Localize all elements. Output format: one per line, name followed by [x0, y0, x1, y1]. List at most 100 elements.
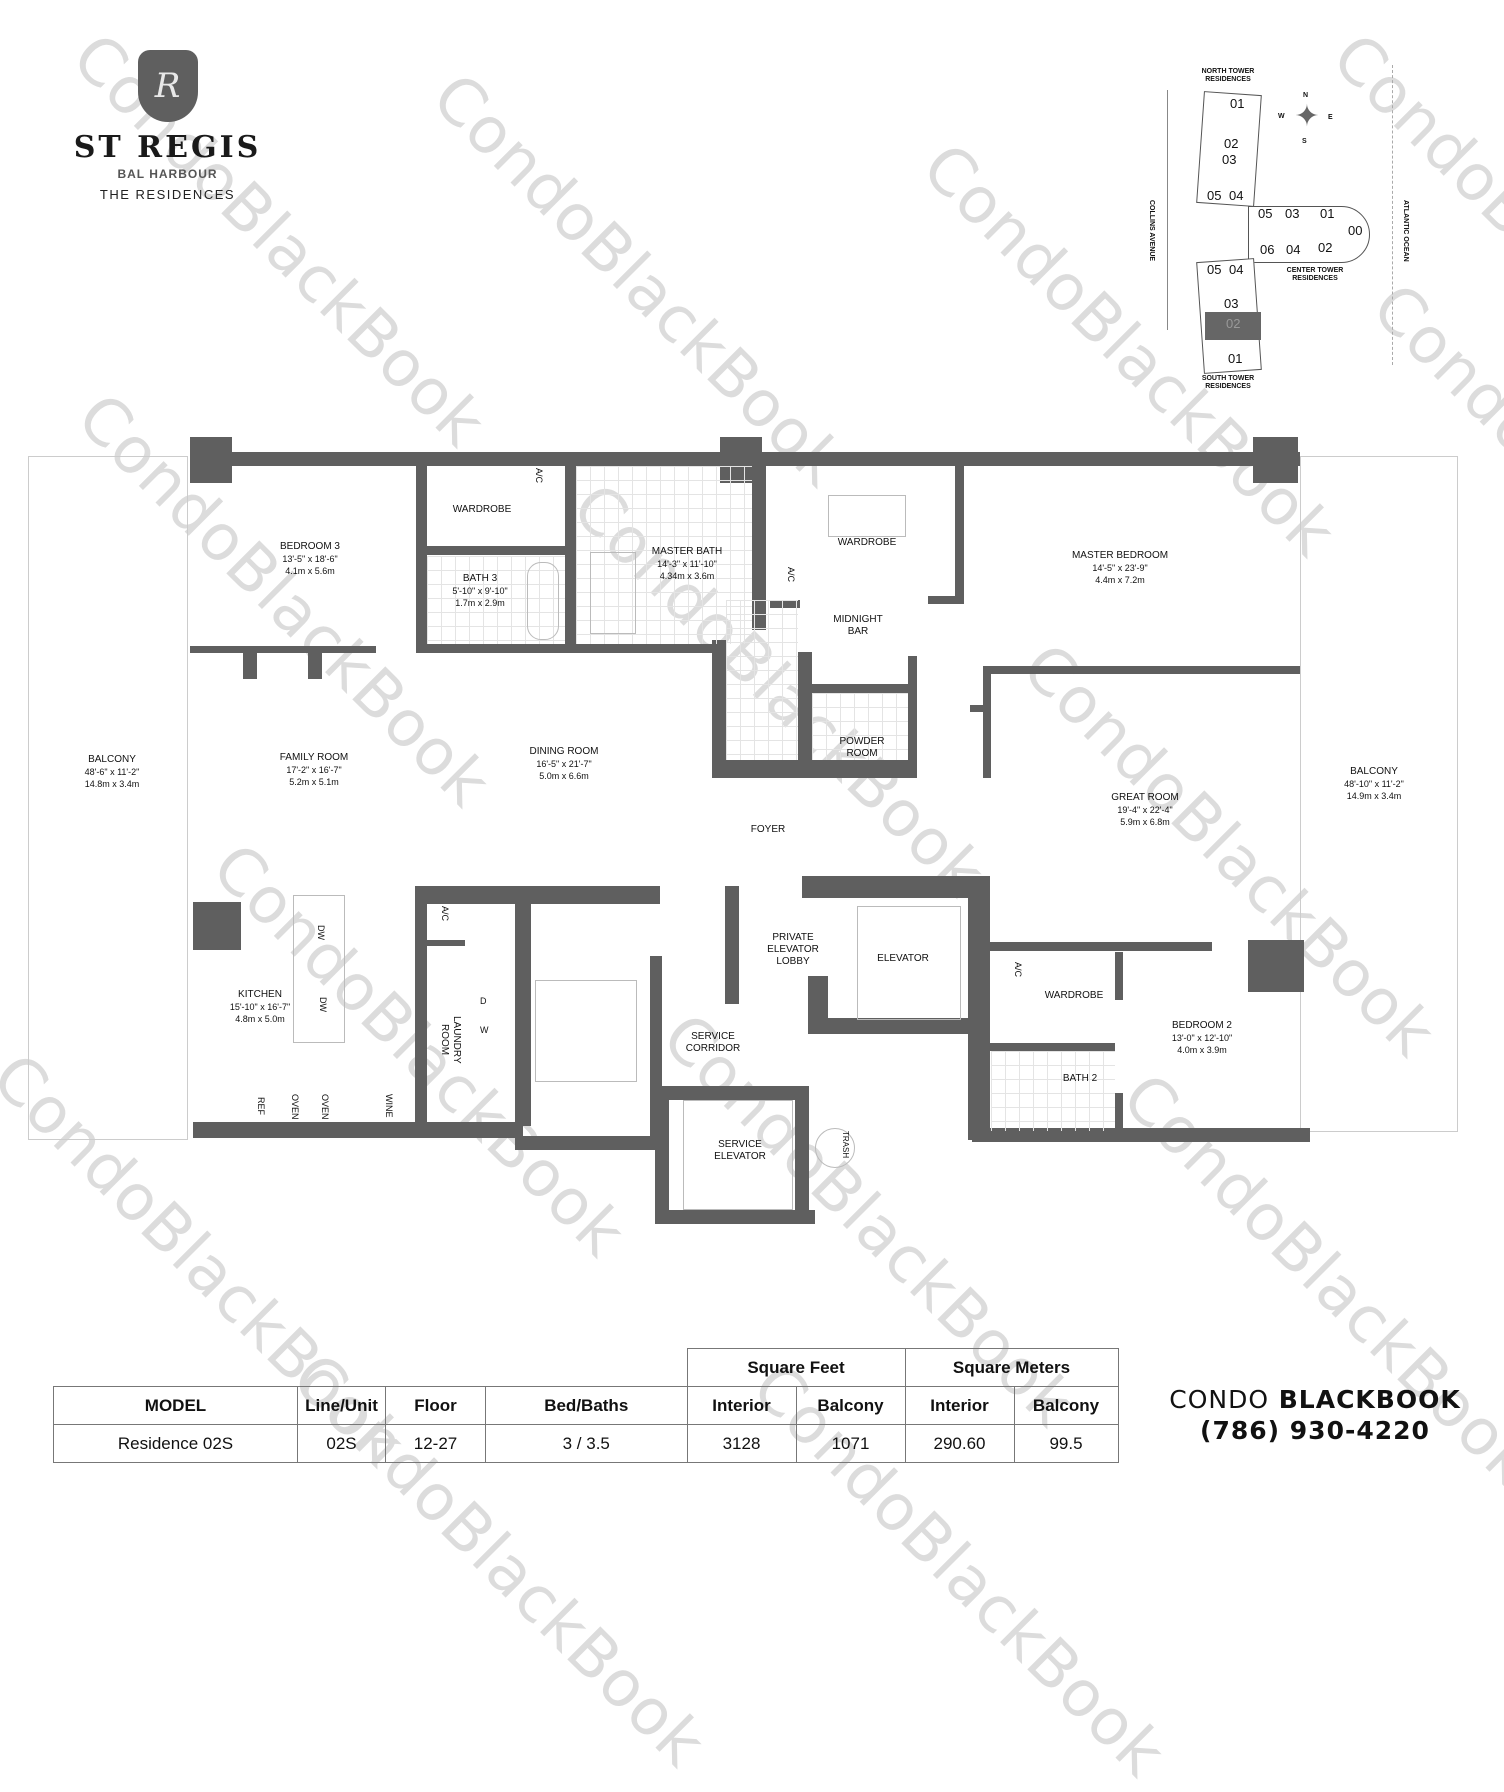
phone-number[interactable]: (786) 930-4220	[1200, 1416, 1430, 1445]
south-wall-west	[193, 1122, 523, 1138]
col-floor: Floor	[385, 1386, 486, 1425]
room-bath-2: BATH 2	[1062, 1073, 1098, 1084]
service-elevator-wall	[795, 1086, 809, 1224]
stair-wall	[515, 886, 531, 1126]
dishwasher: DW	[318, 997, 328, 1012]
bathtub	[527, 562, 559, 640]
sqft-header: Square Feet	[686, 1348, 906, 1387]
wall	[798, 652, 812, 768]
col-line-unit: Line/Unit	[297, 1386, 386, 1425]
wall	[1115, 1093, 1123, 1131]
col-bed-baths: Bed/Baths	[485, 1386, 688, 1425]
wall	[416, 546, 566, 555]
ocean-label: ATLANTIC OCEAN	[1402, 200, 1409, 262]
oven: OVEN	[290, 1094, 300, 1120]
service-elevator-wall	[655, 1210, 815, 1224]
refrigerator: REF	[256, 1097, 266, 1115]
room-wardrobe: WARDROBE	[1044, 990, 1104, 1001]
room-great-room: GREAT ROOM 19'-4" x 22'-4" 5.9m x 6.8m	[1111, 792, 1179, 827]
brand-location: BAL HARBOUR	[117, 167, 218, 181]
wall	[970, 705, 984, 712]
room-wardrobe: WARDROBE	[837, 537, 897, 548]
stair-wall	[515, 1136, 655, 1150]
col-sqm-interior: Interior	[904, 1386, 1015, 1425]
wall	[415, 940, 465, 946]
bath2-tiles	[991, 1051, 1115, 1131]
table-row: Residence 02S 02S 12-27 3 / 3.5 3128 107…	[53, 1424, 1119, 1463]
wall	[955, 466, 964, 604]
elevator-wall	[802, 876, 988, 898]
oven: OVEN	[320, 1094, 330, 1120]
street-label: COLLINS AVENUE	[1148, 200, 1155, 262]
center-tower	[1248, 206, 1370, 263]
south-tower-label: SOUTH TOWER RESIDENCES	[1201, 375, 1255, 390]
washer: W	[480, 1025, 489, 1035]
brand-bold: BLACKBOOK	[1278, 1385, 1461, 1414]
room-master-bath: MASTER BATH 14'-3" x 11'-10" 4.34m x 3.6…	[651, 546, 723, 581]
wall	[565, 466, 576, 652]
key-plan: COLLINS AVENUE ATLANTIC OCEAN NORTH TOWE…	[1140, 60, 1440, 400]
ac-unit: A/C	[1013, 962, 1023, 978]
lobby-wall	[725, 886, 739, 1004]
kitchen-island	[293, 895, 345, 1043]
compass-rose-icon: ✦	[1294, 100, 1320, 133]
wall	[1115, 952, 1123, 1000]
room-laundry-room: LAUNDRY ROOM	[439, 1016, 462, 1064]
floor-plan: BEDROOM 3 13'-5" x 18'-6" 4.1m x 5.6m WA…	[28, 437, 1458, 1224]
fireplace-wall	[243, 653, 257, 679]
wall	[416, 644, 716, 653]
street-line	[1167, 90, 1168, 330]
shoreline	[1392, 65, 1394, 365]
wall	[712, 760, 917, 778]
wall	[908, 656, 917, 768]
room-private-elevator-lobby: PRIVATE ELEVATOR LOBBY	[767, 932, 819, 967]
wall	[415, 886, 427, 1122]
wall	[712, 640, 726, 778]
elevator-wall	[808, 1018, 973, 1034]
master-bath-tiles	[576, 466, 752, 644]
col-sqft-balcony: Balcony	[795, 1386, 906, 1425]
room-dining-room: DINING ROOM 16'-5" x 21'-7" 5.0m x 6.6m	[529, 746, 599, 781]
elevator-cab	[857, 906, 961, 1020]
wall	[416, 466, 427, 652]
wall	[983, 666, 1300, 674]
room-foyer: FOYER	[750, 824, 786, 835]
brand-light: CONDO	[1169, 1385, 1270, 1414]
balcony-west-outline	[28, 456, 188, 1140]
master-bath-tiles	[726, 600, 798, 760]
wall	[968, 876, 990, 1140]
center-tower-label: CENTER TOWER RESIDENCES	[1286, 267, 1344, 282]
column	[190, 437, 232, 483]
wall	[415, 886, 660, 904]
wall	[655, 1086, 805, 1100]
room-trash: TRASH	[841, 1131, 850, 1159]
wall	[752, 466, 766, 630]
room-bedroom-2: BEDROOM 2 13'-0" x 12'-10" 4.0m x 3.9m	[1171, 1020, 1233, 1055]
col-sqm-balcony: Balcony	[1013, 1386, 1119, 1425]
ac-unit: A/C	[786, 567, 796, 583]
service-elevator-wall	[655, 1086, 669, 1222]
room-balcony-west: BALCONY 48'-6" x 11'-2" 14.8m x 3.4m	[84, 754, 140, 789]
room-master-bedroom: MASTER BEDROOM 14'-5" x 23'-9" 4.4m x 7.…	[1071, 550, 1169, 585]
staircase	[535, 980, 637, 1082]
north-tower-label: NORTH TOWER RESIDENCES	[1201, 68, 1255, 83]
room-family-room: FAMILY ROOM 17'-2" x 16'-7" 5.2m x 5.1m	[279, 752, 349, 787]
dishwasher: DW	[316, 925, 326, 940]
room-midnight-bar: MIDNIGHT BAR	[833, 614, 883, 637]
highlighted-unit-02	[1205, 312, 1261, 340]
column	[1248, 940, 1304, 992]
fireplace-wall	[308, 653, 322, 679]
spec-table: Square Feet Square Meters MODEL Line/Uni…	[53, 1348, 1119, 1463]
room-bath-3: BATH 3 5'-10" x 9'-10" 1.7m x 2.9m	[452, 573, 508, 608]
col-model: MODEL	[53, 1386, 298, 1425]
ac-unit: A/C	[440, 906, 450, 922]
ac-unit: A/C	[534, 468, 544, 484]
column	[193, 902, 241, 950]
bathtub	[590, 552, 636, 634]
room-service-elevator: SERVICE ELEVATOR	[714, 1139, 766, 1162]
wall	[990, 1043, 1115, 1051]
room-balcony-east: BALCONY 48'-10" x 11'-2" 14.9m x 3.4m	[1344, 766, 1404, 801]
brand-tagline: THE RESIDENCES	[99, 187, 236, 202]
powder-room-tiles	[812, 693, 908, 760]
wall	[990, 942, 1212, 951]
